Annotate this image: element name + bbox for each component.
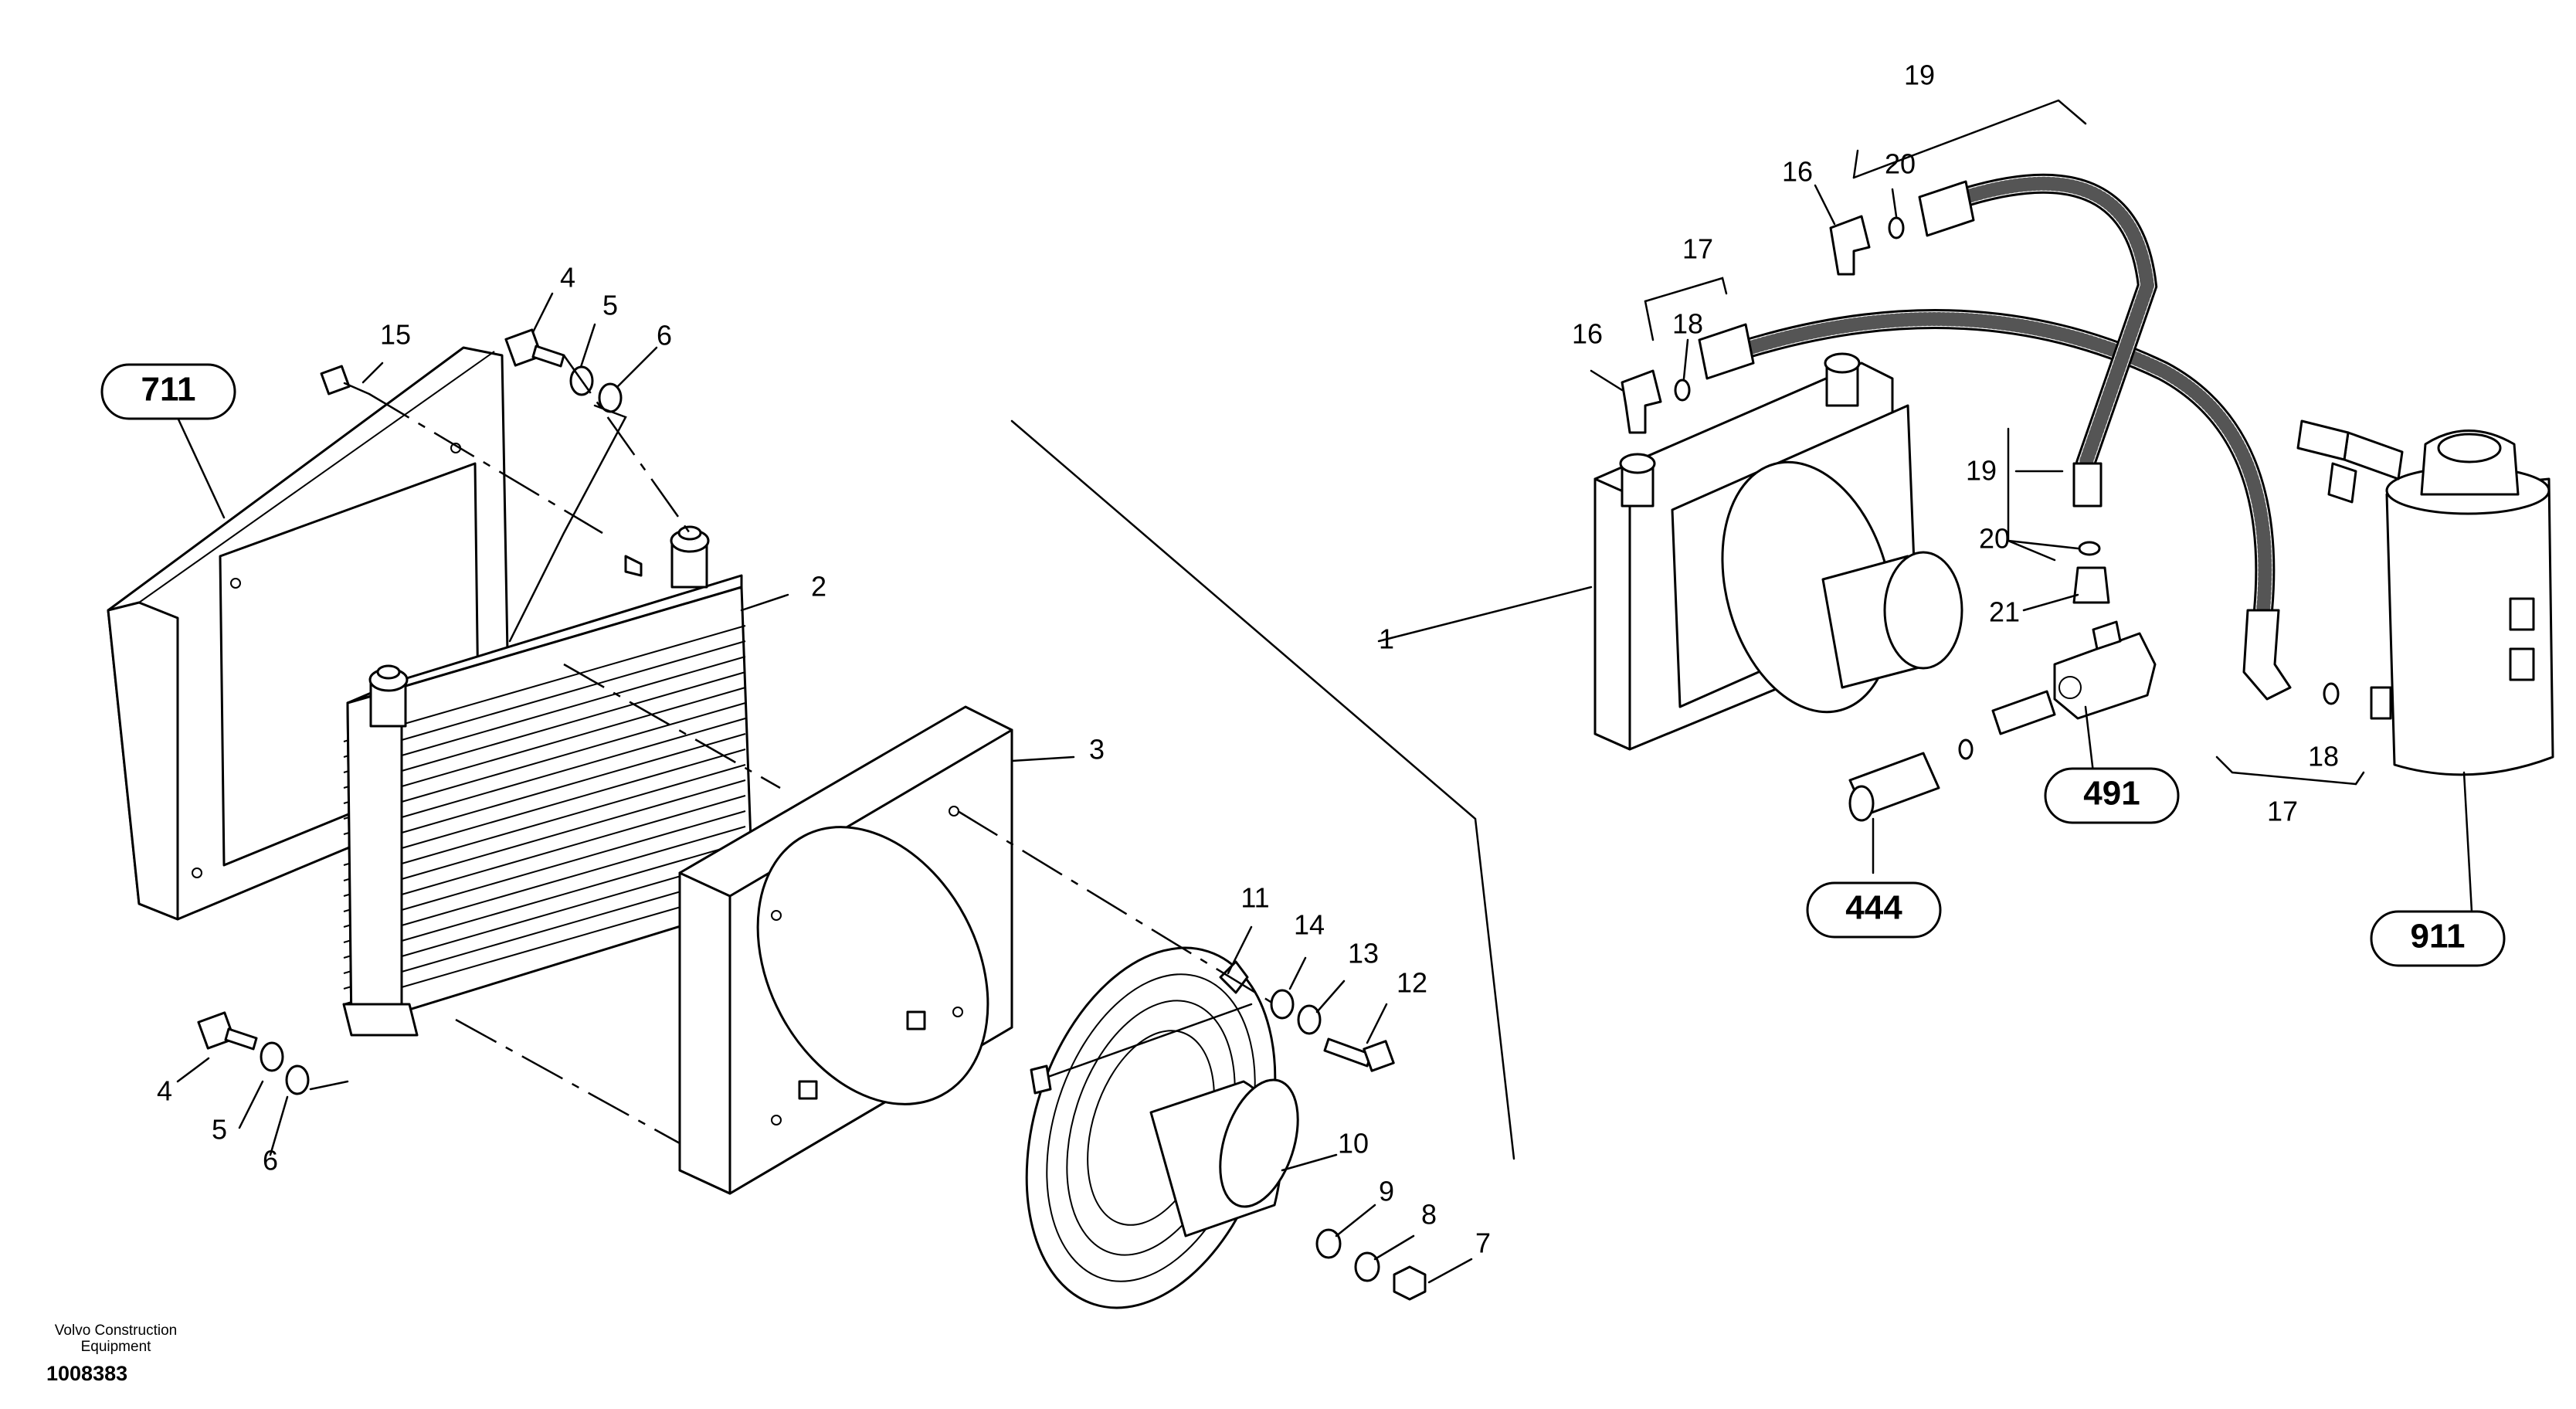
part-label-8: 8 <box>1421 1199 1437 1231</box>
oil-cooler-core-drawing <box>342 525 755 1037</box>
left-hardware-drawing <box>197 328 1427 1301</box>
part-label-1: 1 <box>1379 623 1394 655</box>
leader-lines <box>172 99 2473 1284</box>
part-label-6-top: 6 <box>657 320 672 351</box>
part-label-12: 12 <box>1397 967 1427 999</box>
part-label-2: 2 <box>811 571 826 603</box>
part-label-15: 15 <box>380 319 411 351</box>
part-label-19-top: 19 <box>1904 59 1935 91</box>
part-label-16-top: 16 <box>1782 156 1813 188</box>
reference-label-711: 711 <box>141 371 196 409</box>
assembled-cooler-drawing <box>1593 352 1963 751</box>
reference-label-491: 491 <box>2083 775 2140 813</box>
part-label-20-middle: 20 <box>1979 523 2010 555</box>
part-label-18-top: 18 <box>1672 308 1703 340</box>
reference-label-444: 444 <box>1845 889 1902 927</box>
part-label-11: 11 <box>1240 882 1269 914</box>
part-label-13: 13 <box>1348 938 1379 969</box>
part-label-16-left: 16 <box>1572 318 1603 350</box>
part-label-9: 9 <box>1379 1176 1394 1207</box>
part-label-14: 14 <box>1294 909 1325 941</box>
part-label-19-middle: 19 <box>1966 455 1997 487</box>
left-assembly-lines <box>309 355 1515 1160</box>
part-label-21: 21 <box>1989 596 2020 628</box>
reference-491: 491 <box>2044 767 2180 824</box>
part-label-10: 10 <box>1338 1128 1369 1159</box>
drawing-number: 1008383 <box>46 1362 128 1385</box>
reference-label-911: 911 <box>2411 918 2466 956</box>
fan-motor-drawing <box>1025 946 1299 1309</box>
fan-shroud-drawing <box>678 705 1013 1195</box>
part-label-3: 3 <box>1089 734 1105 766</box>
part-label-7: 7 <box>1475 1227 1491 1259</box>
part-label-4-top: 4 <box>560 262 575 294</box>
valve-and-filter-drawing <box>1848 419 2554 822</box>
hoses-drawing <box>1621 173 2340 705</box>
part-label-4-bottom: 4 <box>157 1075 172 1107</box>
reference-911: 911 <box>2370 910 2506 967</box>
part-label-6-bottom: 6 <box>263 1145 278 1176</box>
part-label-5-bottom: 5 <box>212 1114 227 1146</box>
part-labels: 1 2 3 4 5 6 4 5 6 7 8 9 10 11 12 13 14 1… <box>157 59 2339 1259</box>
part-label-18-right: 18 <box>2308 741 2339 772</box>
reference-711: 711 <box>100 363 236 420</box>
part-label-17-top: 17 <box>1682 233 1713 265</box>
part-label-5-top: 5 <box>602 290 618 321</box>
reference-444: 444 <box>1806 881 1942 939</box>
part-label-17-right: 17 <box>2267 796 2298 827</box>
part-label-20-top: 20 <box>1885 148 1916 180</box>
